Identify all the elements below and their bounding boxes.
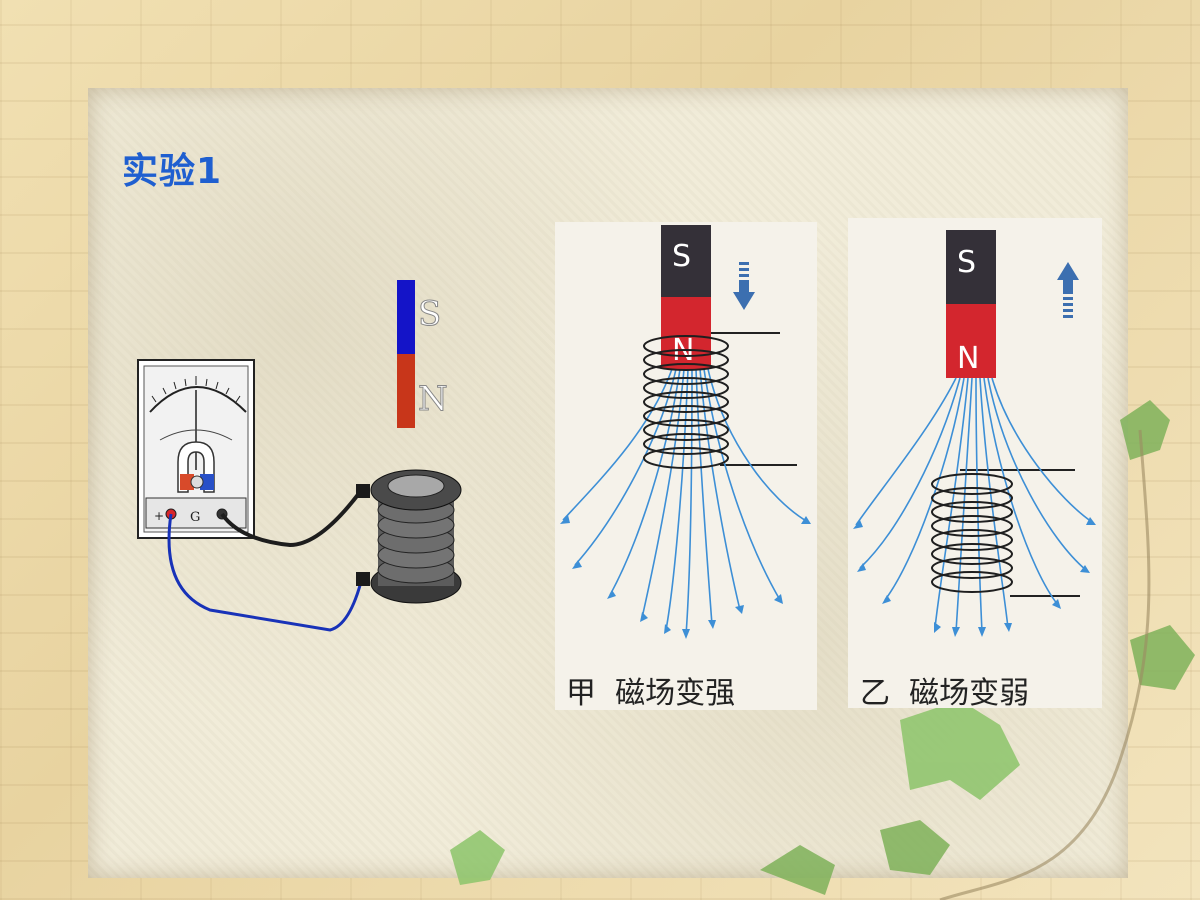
black-wire	[220, 490, 362, 548]
bar-magnet-south-label: S	[418, 294, 441, 334]
panel-b-magnet-south	[946, 230, 996, 304]
galvanometer-plus-label: +	[154, 509, 164, 523]
panel-b-south-label: S	[957, 245, 976, 280]
arrow-down-icon	[733, 262, 755, 310]
panel-b-field-lines	[855, 377, 1093, 633]
galvanometer: + G	[137, 359, 255, 539]
slide-title: 实验1	[122, 151, 223, 192]
galvanometer-g-label: G	[190, 510, 200, 525]
blue-wire	[167, 513, 364, 632]
arrow-up-icon	[1057, 262, 1079, 318]
bar-magnet: S N	[397, 280, 448, 428]
panel-a-south-label: S	[672, 239, 691, 274]
coil	[356, 469, 462, 604]
panel-b-caption: 乙 磁场变弱	[860, 676, 1030, 711]
bar-magnet-north-label: N	[418, 379, 448, 419]
panel-a-magnet-south	[661, 225, 711, 297]
panel-a-field-lines	[562, 368, 809, 636]
panel-b-north-label: N	[957, 341, 979, 376]
panel-a-caption: 甲 磁场变强	[566, 676, 736, 711]
panel-a-coil	[643, 335, 729, 469]
panel-b-magnet-north	[946, 304, 996, 378]
panel-b-coil	[931, 473, 1013, 593]
